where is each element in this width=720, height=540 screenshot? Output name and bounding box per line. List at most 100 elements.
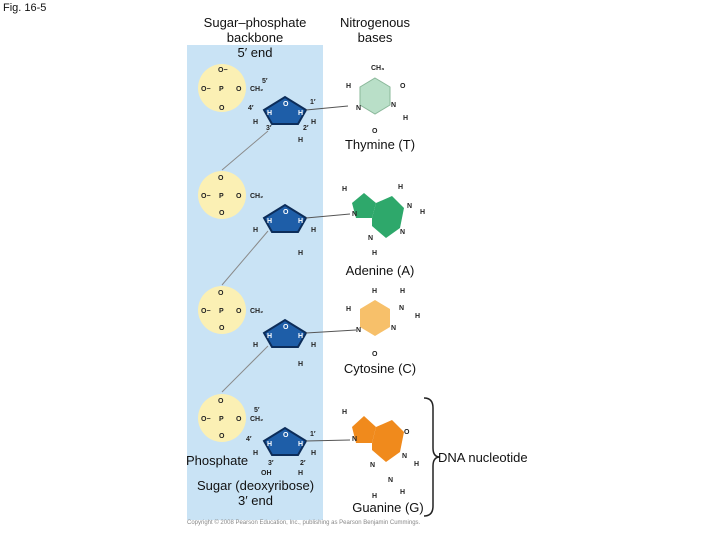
- guanine-h: H: [342, 409, 347, 416]
- copyright-notice: Copyright © 2008 Pearson Education, Inc.…: [187, 520, 421, 526]
- cytosine-h: H: [415, 313, 420, 320]
- sugar-h: H: [253, 119, 258, 126]
- figure-label: Fig. 16-5: [3, 2, 47, 14]
- guanine-ring-five: [352, 416, 376, 443]
- backbone-header: Sugar–phosphate backbone 5′ end: [190, 15, 320, 60]
- adenine-h: H: [398, 184, 403, 191]
- guanine-o: O: [404, 429, 410, 436]
- phosphate-atom-p: P: [219, 86, 224, 93]
- adenine-n: N: [407, 203, 412, 210]
- sugar-c2: 2′: [300, 460, 306, 467]
- phosphate-atom-o-left: O−: [201, 193, 211, 200]
- adenine-n: N: [400, 229, 405, 236]
- phosphate-circle: [198, 394, 246, 442]
- sugar-h: H: [311, 227, 316, 234]
- three-prime-end-label: 3′ end: [238, 493, 273, 508]
- adenine-label: Adenine (A): [345, 263, 415, 278]
- sugar-h: H: [298, 470, 303, 477]
- sugar-h: H: [267, 218, 272, 225]
- backbone-header-line3: 5′ end: [237, 45, 273, 60]
- linker-1: [221, 130, 269, 171]
- cytosine-n: N: [391, 325, 396, 332]
- phosphate-atom-o-left: O−: [201, 308, 211, 315]
- backbone-header-line2: backbone: [226, 30, 284, 45]
- phosphate-atom-o-bottom: O: [219, 210, 225, 217]
- phosphate-atom-o-right: O: [236, 308, 242, 315]
- sugar-h: H: [298, 333, 303, 340]
- adenine-h: H: [420, 209, 425, 216]
- sugar-h: H: [311, 450, 316, 457]
- guanine-n: N: [402, 453, 407, 460]
- thymine-ring: [359, 77, 391, 115]
- sugar-group-1: O 5′ 4′ 1′ 3′ 2′ H H H H H: [248, 78, 316, 144]
- thymine-n: N: [391, 102, 396, 109]
- phosphate-atom-p: P: [219, 308, 224, 315]
- glycosidic-bond: [305, 213, 351, 219]
- cytosine-label: Cytosine (C): [343, 361, 417, 376]
- thymine-h: H: [403, 115, 408, 122]
- sugar-c5: 5′: [262, 78, 268, 85]
- thymine-label: Thymine (T): [344, 137, 416, 152]
- sugar-h: H: [298, 218, 303, 225]
- cytosine-n: N: [356, 327, 361, 334]
- sugar-c3: 3′: [266, 125, 272, 132]
- dna-nucleotide-brace: [423, 397, 441, 517]
- guanine-base: H O N N H N N H H: [342, 409, 419, 500]
- cytosine-o: O: [372, 351, 378, 358]
- linker-2: [221, 230, 269, 286]
- cytosine-n: N: [399, 305, 404, 312]
- phosphate-label: Phosphate: [186, 453, 249, 468]
- phosphate-ch2: CH₂: [250, 416, 263, 423]
- sugar-ring: [262, 203, 308, 233]
- adenine-n: N: [352, 211, 357, 218]
- sugar-h: H: [253, 450, 258, 457]
- sugar-c3: 3′: [268, 460, 274, 467]
- phosphate-atom-o-bottom: O: [219, 325, 225, 332]
- nucleotide-4: O P O− O O CH₂ 5′ O 4′ 1′ 3′ 2′ H H H H …: [198, 394, 351, 477]
- sugar-h: H: [298, 250, 303, 257]
- sugar-c1: 1′: [310, 431, 316, 438]
- sugar-ring-o: O: [283, 324, 289, 331]
- phosphate-atom-o-left: O−: [201, 416, 211, 423]
- thymine-base: CH₃ H O N H N O: [346, 65, 408, 135]
- phosphate-atom-p: P: [219, 193, 224, 200]
- sugar-h: H: [253, 227, 258, 234]
- sugar-ring: [262, 95, 308, 125]
- sugar-ring: [262, 426, 308, 456]
- phosphate-atom-o-top: O: [218, 175, 224, 182]
- sugar-ring: [262, 318, 308, 348]
- glycosidic-bond: [305, 105, 349, 111]
- glycosidic-bond: [305, 439, 351, 442]
- phosphate-atom-o-bottom: O: [219, 433, 225, 440]
- cytosine-h: H: [372, 288, 377, 295]
- bases-header-line1: Nitrogenous: [339, 15, 411, 30]
- sugar-h: H: [311, 342, 316, 349]
- sugar-c5: 5′: [254, 407, 260, 414]
- phosphodiester-linkers: [221, 130, 269, 393]
- adenine-n: N: [368, 235, 373, 242]
- thymine-o: O: [400, 83, 406, 90]
- guanine-n: N: [352, 436, 357, 443]
- guanine-n: N: [370, 462, 375, 469]
- phosphate-circle: [198, 286, 246, 334]
- phosphate-atom-o-top: O−: [218, 67, 228, 74]
- sugar-c4: 4′: [248, 105, 254, 112]
- guanine-h: H: [372, 493, 377, 500]
- sugar-h: H: [253, 342, 258, 349]
- sugar-ring-o: O: [283, 432, 289, 439]
- phosphate-atom-p: P: [219, 416, 224, 423]
- cytosine-ring: [360, 300, 390, 336]
- cytosine-h: H: [346, 306, 351, 313]
- nucleotide-3: O P O− O O CH₂ O H H H H H: [198, 286, 357, 368]
- sugar-h: H: [267, 441, 272, 448]
- sugar-oh: OH: [261, 470, 272, 477]
- phosphate-atom-o-top: O: [218, 398, 224, 405]
- phosphate-atom-o-bottom: O: [219, 105, 225, 112]
- bases-header-line2: bases: [357, 30, 393, 45]
- adenine-ring-five: [352, 193, 376, 218]
- guanine-label: Guanine (G): [352, 500, 424, 515]
- thymine-h: H: [346, 83, 351, 90]
- sugar-c2: 2′: [303, 125, 309, 132]
- backbone-header-line1: Sugar–phosphate: [203, 15, 307, 30]
